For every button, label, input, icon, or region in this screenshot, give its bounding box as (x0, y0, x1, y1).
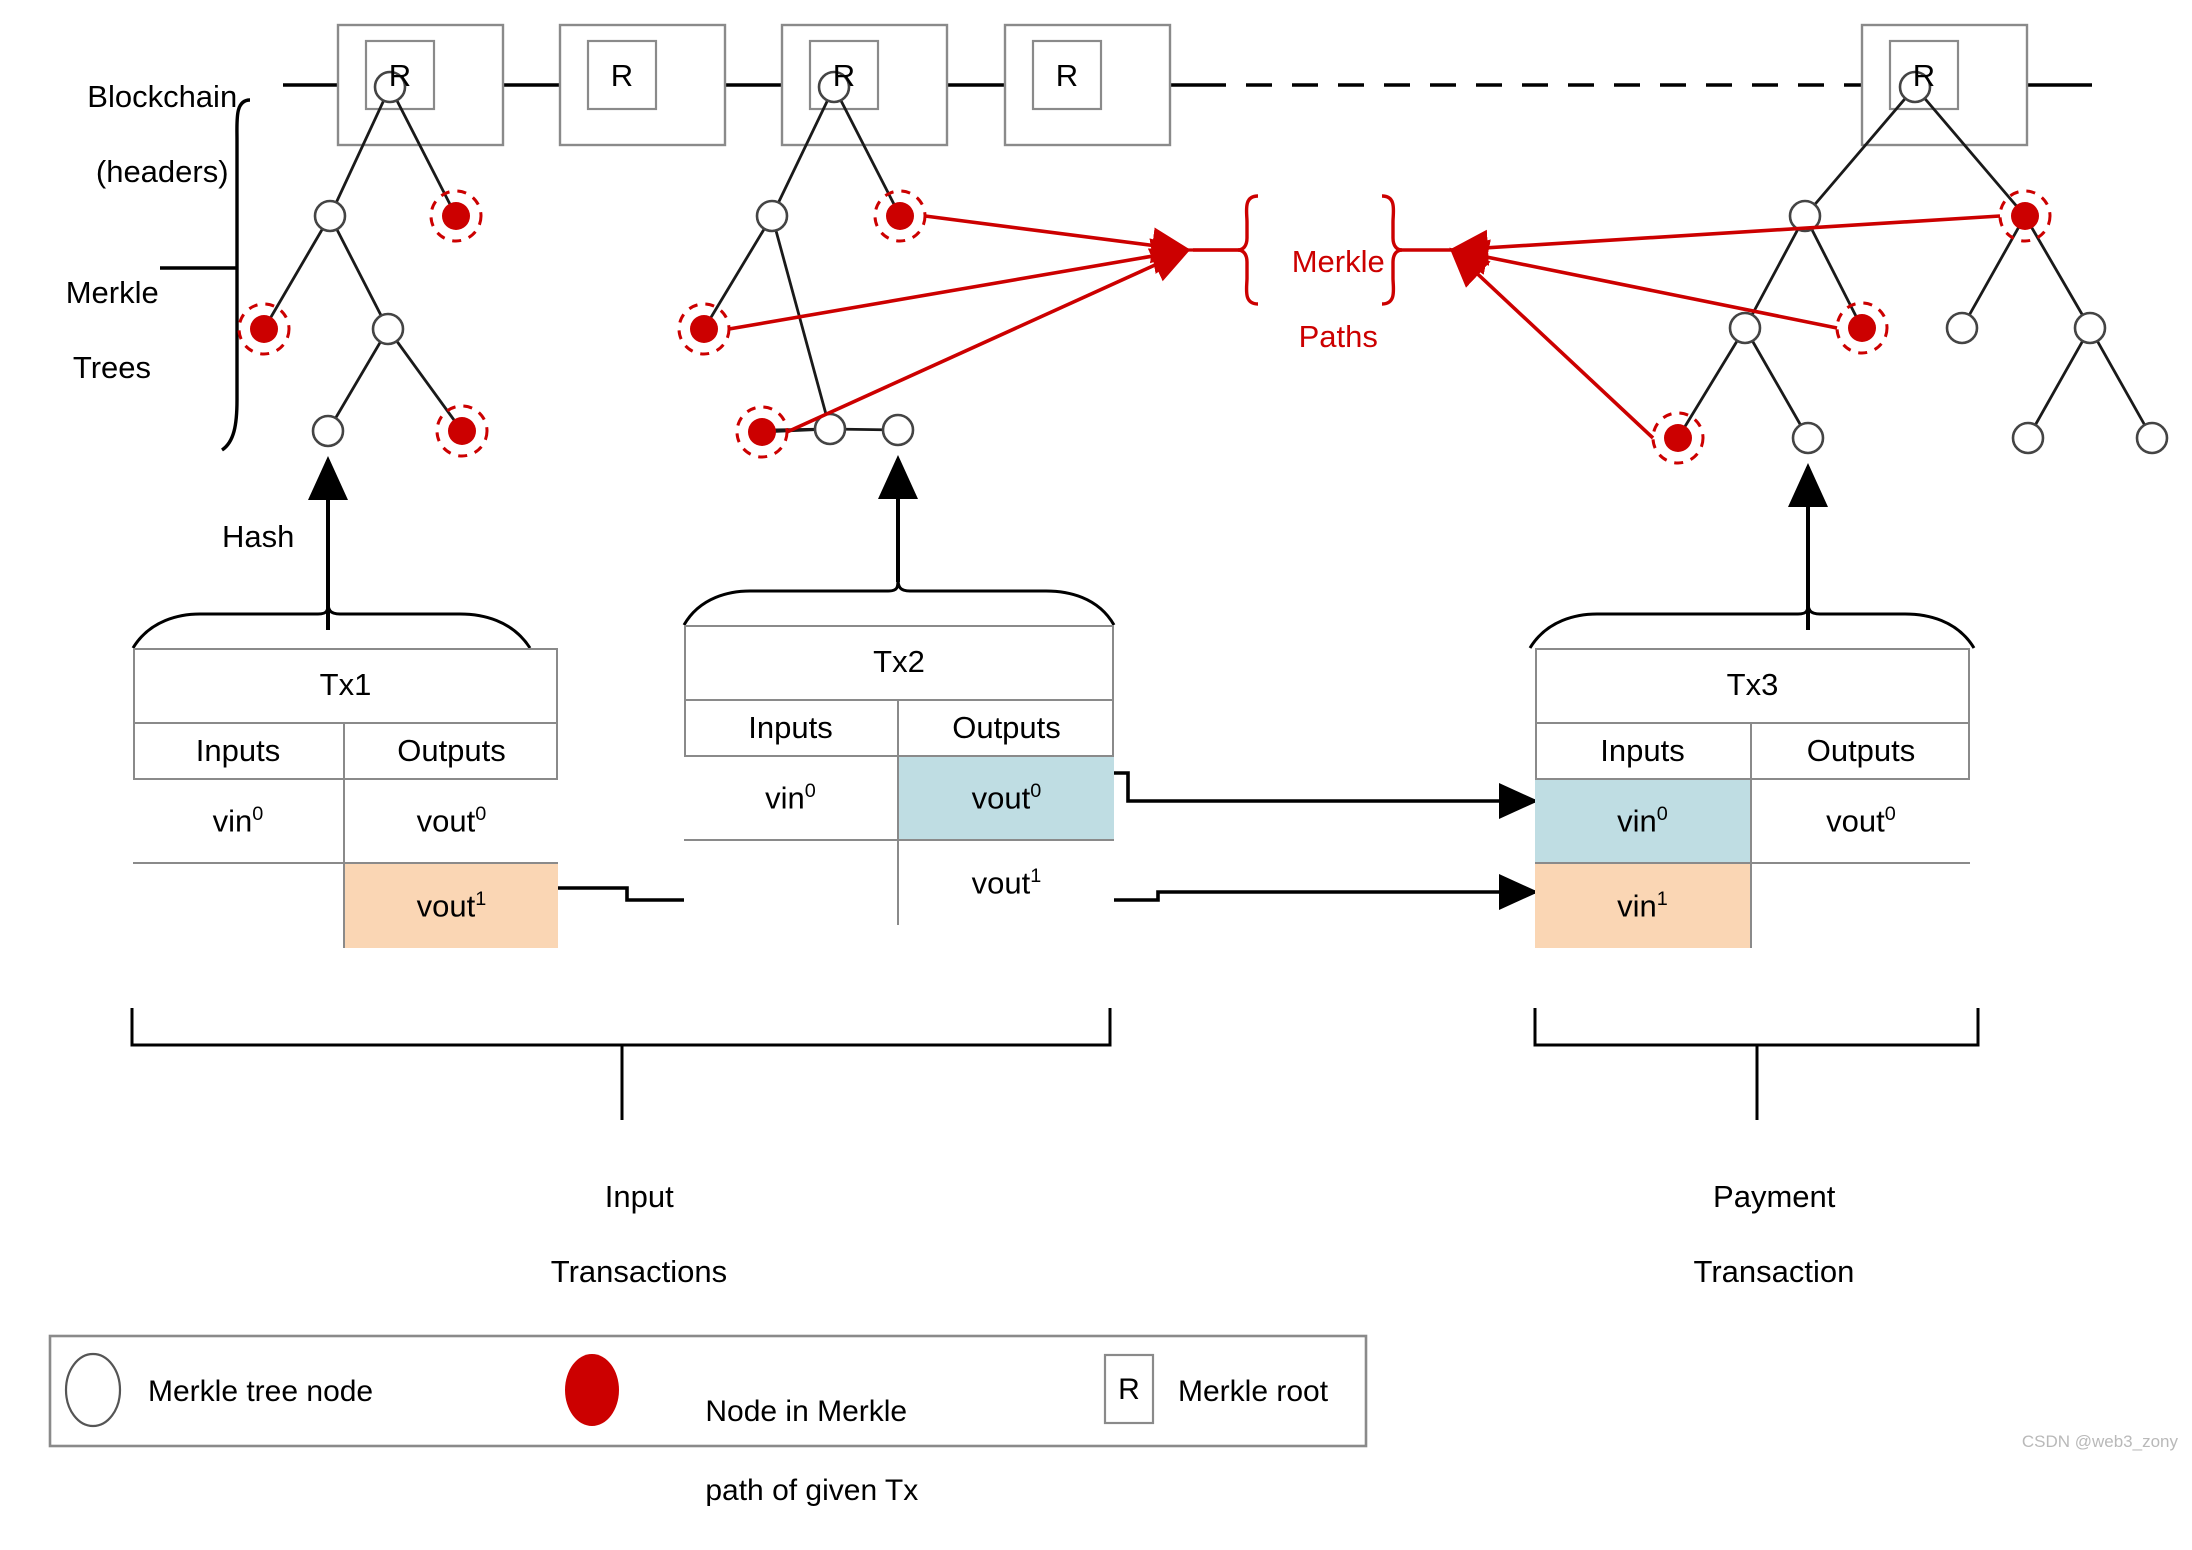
hash-arrows (308, 455, 1828, 630)
merkle-path-node-halo (1998, 189, 2052, 243)
merkle-path-node (690, 315, 718, 343)
tx1-row1-input-cell (133, 864, 345, 948)
tx2-table: Tx2 Inputs Outputs vin0 vout0 vout1 (684, 625, 1114, 925)
merkle-tree-1 (262, 86, 464, 432)
merkle-node-open (2011, 421, 2045, 455)
tx3-row0-output-cell: vout0 (1752, 780, 1970, 864)
merkle-path-node-halo (1835, 301, 1889, 355)
merkle-trees-label: Merkle Trees (65, 274, 159, 386)
tx3-title: Tx3 (1726, 667, 1779, 702)
tx1-col-header-inputs: Inputs (133, 724, 345, 780)
legend-item-label-merkle-path-node: Node in Merkle path of given Tx (705, 1394, 919, 1507)
wire-tx2-vout0-to-tx3-vin0 (1113, 771, 1539, 819)
merkle-path-node (748, 418, 776, 446)
block-header-4 (1003, 23, 1172, 147)
input-transactions-label: Input Transactions (550, 1178, 728, 1290)
merkle-path-node-halo (429, 189, 483, 243)
merkle-node-open (1791, 421, 1825, 455)
watermark: CSDN @web3_zony (2021, 1432, 2178, 1451)
merkle-node-open (817, 70, 851, 104)
tx2-row1-input-cell (684, 841, 899, 925)
merkle-path-node-halo (237, 302, 291, 356)
merkle-tree-3-nodes (1651, 70, 2169, 465)
merkle-node-open (1788, 199, 1822, 233)
merkle-path-node (886, 202, 914, 230)
merkle-tree-2-nodes (677, 70, 927, 459)
merkle-path-node (1848, 314, 1876, 342)
merkle-tree-3 (1676, 86, 2154, 439)
payment-transaction-label: Payment Transaction (1693, 1178, 1855, 1290)
tx3-col-header-outputs: Outputs (1752, 724, 1970, 780)
merkle-path-node-halo (435, 404, 489, 458)
tx3-row1-output-cell (1752, 864, 1970, 948)
legend-open-circle-icon (64, 1352, 122, 1428)
tx2-col-header-inputs: Inputs (684, 701, 899, 757)
tx1-title-cell: Tx1 (133, 648, 558, 724)
merkle-node-open (2073, 311, 2107, 345)
merkle-path-node-halo (1651, 411, 1705, 465)
tx2-col-header-outputs: Outputs (899, 701, 1114, 757)
merkle-node-open (311, 414, 345, 448)
diagram-vectors (48, 23, 2169, 1448)
merkle-node-open (1945, 311, 1979, 345)
merkle-tree-1-nodes (237, 70, 489, 458)
merkle-node-open (313, 199, 347, 233)
merkle-path-node (250, 315, 278, 343)
tx2-title: Tx2 (873, 644, 925, 679)
tx2-row0-output-cell-highlight: vout0 (899, 757, 1114, 841)
legend-box (48, 1334, 1368, 1448)
merkle-node-open (881, 413, 915, 447)
legend-item-label-merkle-tree-node: Merkle tree node (148, 1375, 374, 1408)
block-header-2 (558, 23, 727, 147)
tx3-top-brace (1528, 601, 1976, 649)
input-transactions-brace (130, 1008, 1112, 1120)
merkle-root-letter-block-5: R (1912, 58, 1936, 93)
tx3-row1-input-cell-highlight: vin1 (1535, 864, 1752, 948)
tx2-row1-output-cell: vout1 (899, 841, 1114, 925)
merkle-trees-brace (160, 98, 251, 452)
payment-transaction-brace (1533, 1008, 1980, 1120)
legend-item-label-merkle-root: Merkle root (1178, 1375, 1329, 1408)
merkle-root-letter-block-3: R (832, 58, 856, 93)
tx1-col-header-outputs: Outputs (345, 724, 558, 780)
tx2-top-brace (682, 578, 1116, 626)
tx2-title-cell: Tx2 (684, 625, 1114, 701)
hash-label: Hash (222, 519, 295, 554)
tx3-title-cell: Tx3 (1535, 648, 1970, 724)
merkle-path-lines-left (728, 214, 1240, 434)
merkle-node-open (1898, 70, 1932, 104)
legend-filled-circle-icon (565, 1354, 619, 1426)
tx1-table: Tx1 Inputs Outputs vin0 vout0 vout1 (133, 648, 558, 948)
merkle-root-letter-block-1: R (388, 58, 412, 93)
merkle-paths-bracket (1193, 194, 1452, 306)
tx1-title: Tx1 (319, 667, 372, 702)
tx1-row0-output-cell: vout0 (345, 780, 558, 864)
merkle-node-open (1728, 311, 1762, 345)
tx2-row0-input-cell: vin0 (684, 757, 899, 841)
merkle-node-open (2135, 421, 2169, 455)
merkle-path-node (1664, 424, 1692, 452)
merkle-root-letter-block-2: R (610, 58, 634, 93)
merkle-node-open (373, 70, 407, 104)
tx3-col-header-inputs: Inputs (1535, 724, 1752, 780)
tx1-row1-output-cell-highlight: vout1 (345, 864, 558, 948)
merkle-path-node (2011, 202, 2039, 230)
merkle-paths-label: Merkle Paths (1291, 243, 1385, 355)
legend-root-box-icon (1103, 1353, 1155, 1425)
merkle-node-open (755, 199, 789, 233)
tx3-table: Tx3 Inputs Outputs vin0 vout0 vin1 (1535, 648, 1970, 948)
merkle-path-lines-right (1448, 214, 2001, 440)
merkle-path-node (442, 202, 470, 230)
merkle-path-node (448, 417, 476, 445)
tx1-top-brace (131, 601, 532, 649)
legend-root-letter: R (1118, 1373, 1140, 1406)
merkle-node-open (371, 312, 405, 346)
diagram-canvas: Blockchain (headers) Merkle Trees Hash M… (48, 23, 2178, 1507)
blockchain-headers-label: Blockchain (headers) (87, 78, 238, 190)
tx1-row0-input-cell: vin0 (133, 780, 345, 864)
merkle-root-letter-block-4: R (1055, 58, 1079, 93)
tx3-row0-input-cell-highlight: vin0 (1535, 780, 1752, 864)
